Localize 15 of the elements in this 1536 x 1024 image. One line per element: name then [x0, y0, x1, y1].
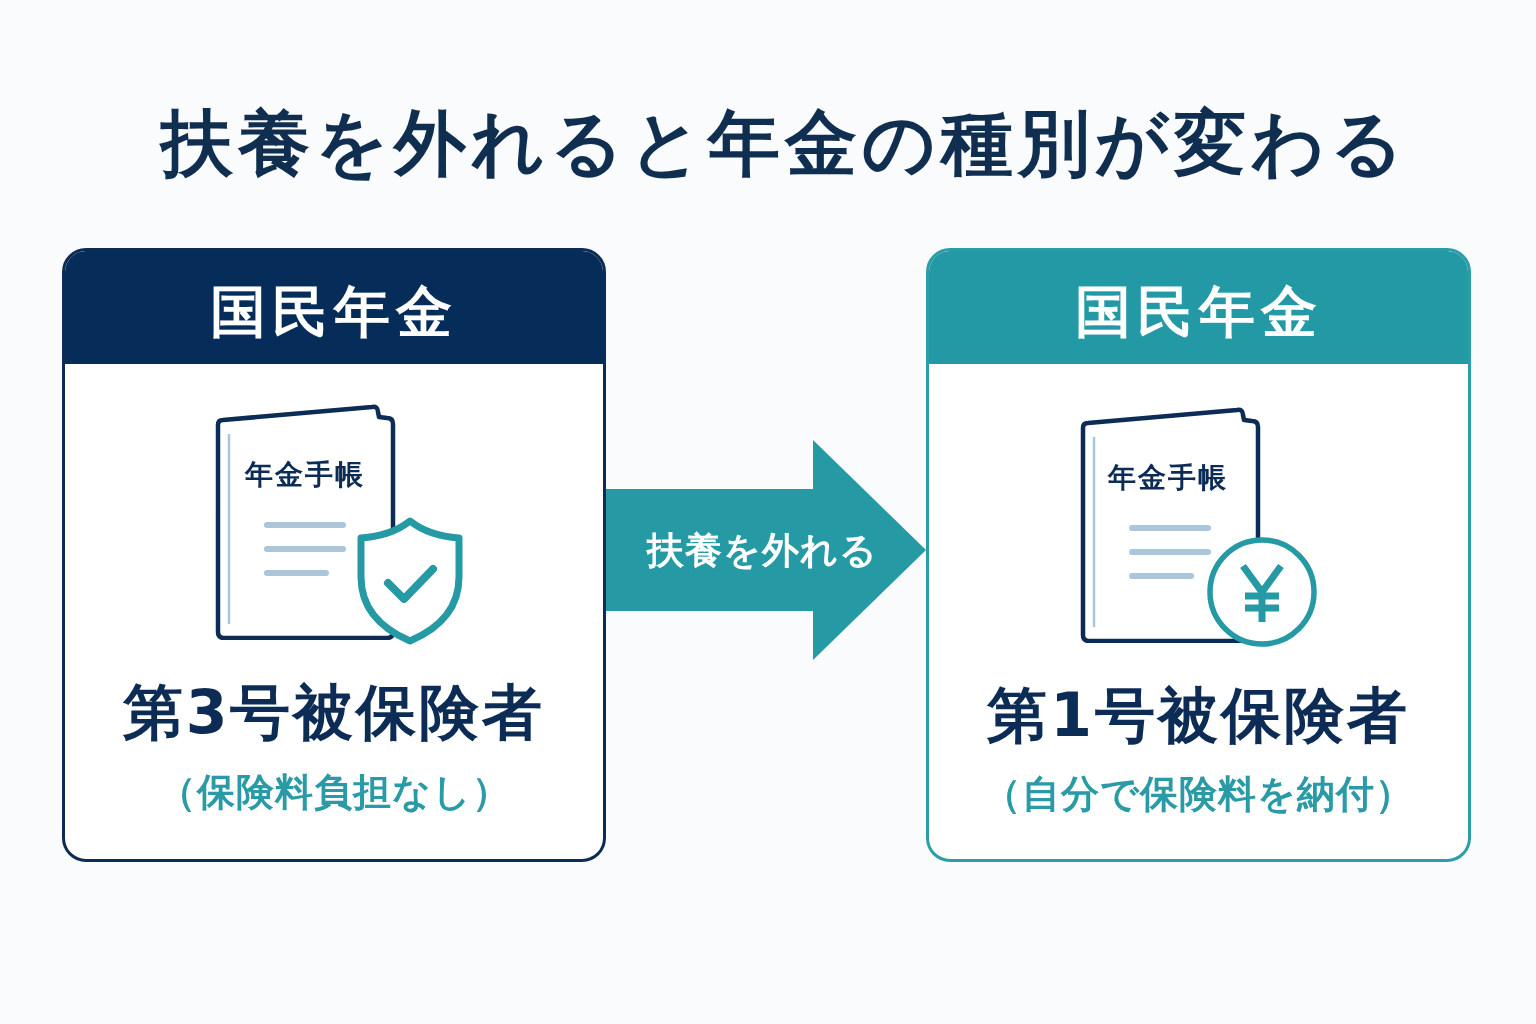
- arrow: [606, 440, 926, 660]
- passbook-title: 年金手帳: [1108, 461, 1228, 495]
- status-note: （保険料負担なし）: [157, 771, 511, 815]
- status-heading: 第1号被保険者: [987, 680, 1410, 750]
- status-heading: 第3号被保険者: [122, 677, 546, 747]
- card-heading: 国民年金: [210, 279, 458, 345]
- passbook: [215, 402, 396, 640]
- diagram-title: 扶養を外れると年金の種別が変わる: [161, 101, 1409, 185]
- card-heading: 国民年金: [1074, 279, 1323, 345]
- info-card: [62, 248, 606, 862]
- passbook: [1080, 405, 1261, 643]
- edge-label: 扶養を外れる: [646, 529, 878, 573]
- passbook-title: 年金手帳: [245, 458, 365, 492]
- info-card: [926, 248, 1471, 862]
- status-note: （自分で保険料を納付）: [983, 773, 1414, 817]
